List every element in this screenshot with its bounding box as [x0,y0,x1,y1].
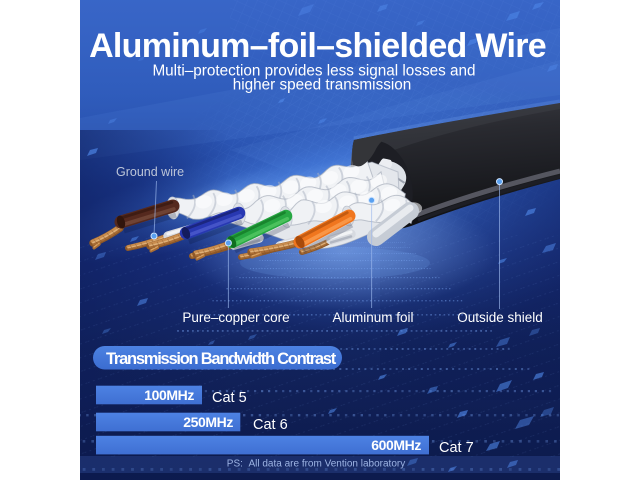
svg-text:600MHz: 600MHz [371,437,421,453]
svg-text:Cat 5: Cat 5 [212,390,247,406]
svg-text:Aluminum foil: Aluminum foil [332,310,413,325]
svg-text:PS: All data are from Vention: PS: All data are from Vention laboratory [227,459,405,470]
svg-text:Outside shield: Outside shield [457,310,543,325]
svg-text:Pure–copper core: Pure–copper core [182,310,289,325]
svg-text:100MHz: 100MHz [144,387,194,403]
svg-text:Transmission Bandwidth Contras: Transmission Bandwidth Contrast [106,350,337,368]
svg-text:Ground wire: Ground wire [116,165,184,179]
svg-text:higher speed transmission: higher speed transmission [233,77,412,94]
svg-text:Cat 6: Cat 6 [253,417,288,433]
svg-text:Cat 7: Cat 7 [439,440,474,456]
svg-text:250MHz: 250MHz [183,414,233,430]
svg-text:Aluminum–foil–shielded Wire: Aluminum–foil–shielded Wire [89,27,546,65]
svg-text:Multi–protection provides less: Multi–protection provides less signal lo… [152,63,475,80]
